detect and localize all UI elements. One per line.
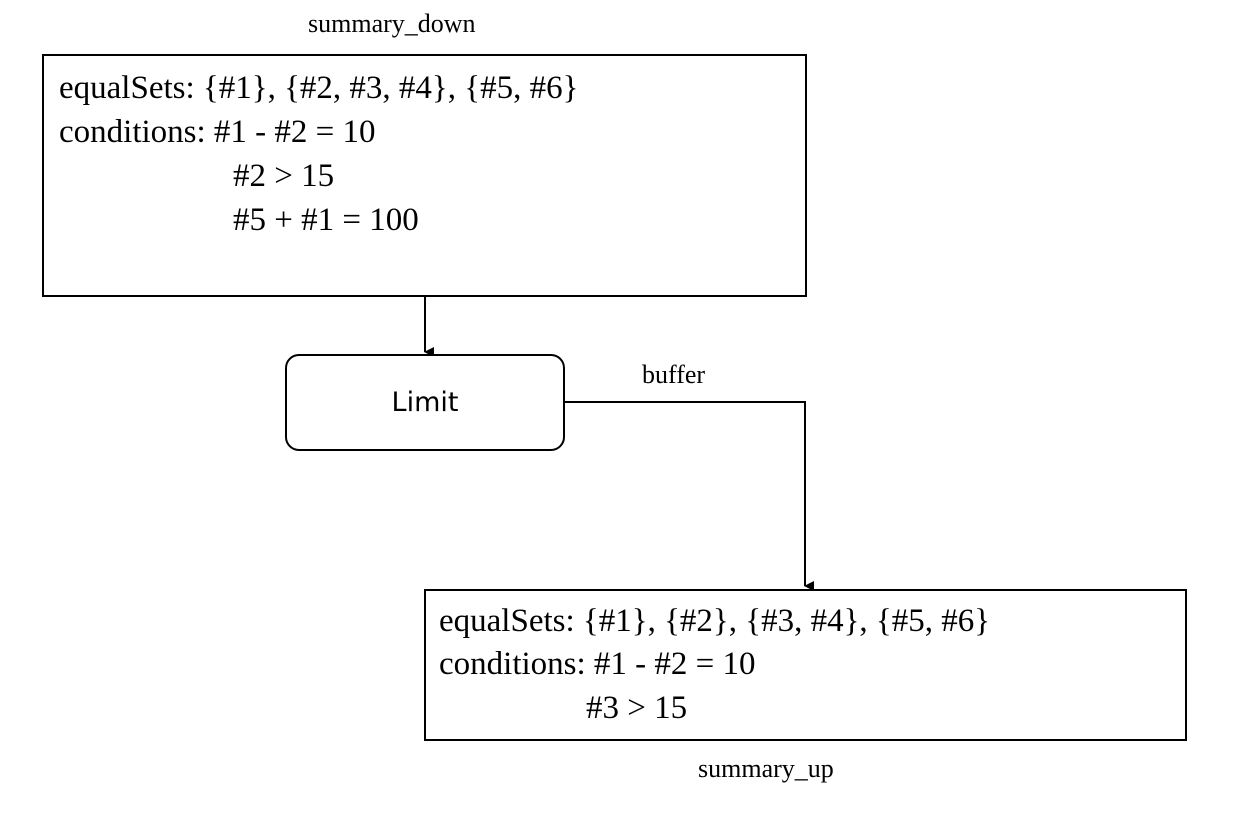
summary-up-conditions-label: conditions: #1 - #2 = 10 (439, 646, 756, 682)
summary-up-equal-sets: equalSets: {#1}, {#2}, {#3, #4}, {#5, #6… (439, 603, 991, 639)
summary-up-title: summary_up (698, 754, 834, 783)
summary-up-condition: #3 > 15 (586, 690, 688, 726)
summary-down-condition: #2 > 15 (233, 158, 335, 194)
summary-down-box: equalSets: {#1}, {#2, #3, #4}, {#5, #6} … (42, 54, 807, 297)
summary-up-box: equalSets: {#1}, {#2}, {#3, #4}, {#5, #6… (424, 589, 1187, 741)
summary-down-condition: #5 + #1 = 100 (233, 202, 419, 238)
buffer-edge-label: buffer (642, 360, 706, 389)
summary-down-title: summary_down (308, 9, 476, 38)
limit-node-label: Limit (391, 387, 459, 418)
summary-down-conditions-label: conditions: #1 - #2 = 10 (59, 114, 376, 150)
summary-down-equal-sets: equalSets: {#1}, {#2, #3, #4}, {#5, #6} (59, 70, 579, 106)
limit-node: Limit (285, 354, 565, 451)
edge-limit-to-summary-up (565, 401, 814, 591)
